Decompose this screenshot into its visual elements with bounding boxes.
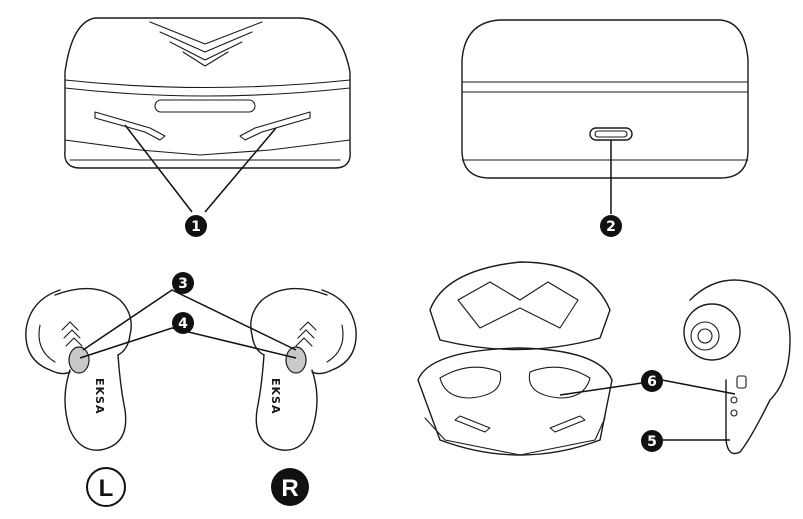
- svg-text:6: 6: [647, 374, 657, 390]
- right-earbud: EKSA: [250, 287, 357, 451]
- brand-mark-right: EKSA: [269, 378, 282, 414]
- svg-text:5: 5: [647, 434, 657, 450]
- svg-text:L: L: [99, 475, 114, 502]
- case-back-view: [461, 19, 749, 179]
- case-open-view: [417, 261, 613, 456]
- svg-text:R: R: [281, 475, 298, 502]
- callout-5: 5: [641, 430, 663, 452]
- svg-text:4: 4: [178, 316, 188, 332]
- case-front-view: [64, 17, 351, 169]
- sensor-dot-lower: [730, 409, 738, 417]
- brand-mark-left: EKSA: [93, 378, 106, 414]
- callout-1: 1: [185, 215, 207, 237]
- left-side-marker: L: [86, 467, 126, 507]
- svg-text:1: 1: [191, 219, 201, 235]
- svg-text:2: 2: [606, 219, 616, 235]
- usb-c-port: [589, 127, 633, 141]
- callout-4: 4: [172, 312, 194, 334]
- pogo-pin-contact: [736, 375, 747, 389]
- callout-6: 6: [641, 370, 663, 392]
- right-side-marker: R: [271, 468, 309, 506]
- left-earbud: EKSA: [25, 287, 132, 451]
- callout-2: 2: [600, 215, 622, 237]
- sensor-dot-upper: [730, 396, 738, 404]
- callout-3: 3: [172, 272, 194, 294]
- earbud-side-view: [683, 279, 791, 455]
- svg-text:3: 3: [178, 276, 188, 292]
